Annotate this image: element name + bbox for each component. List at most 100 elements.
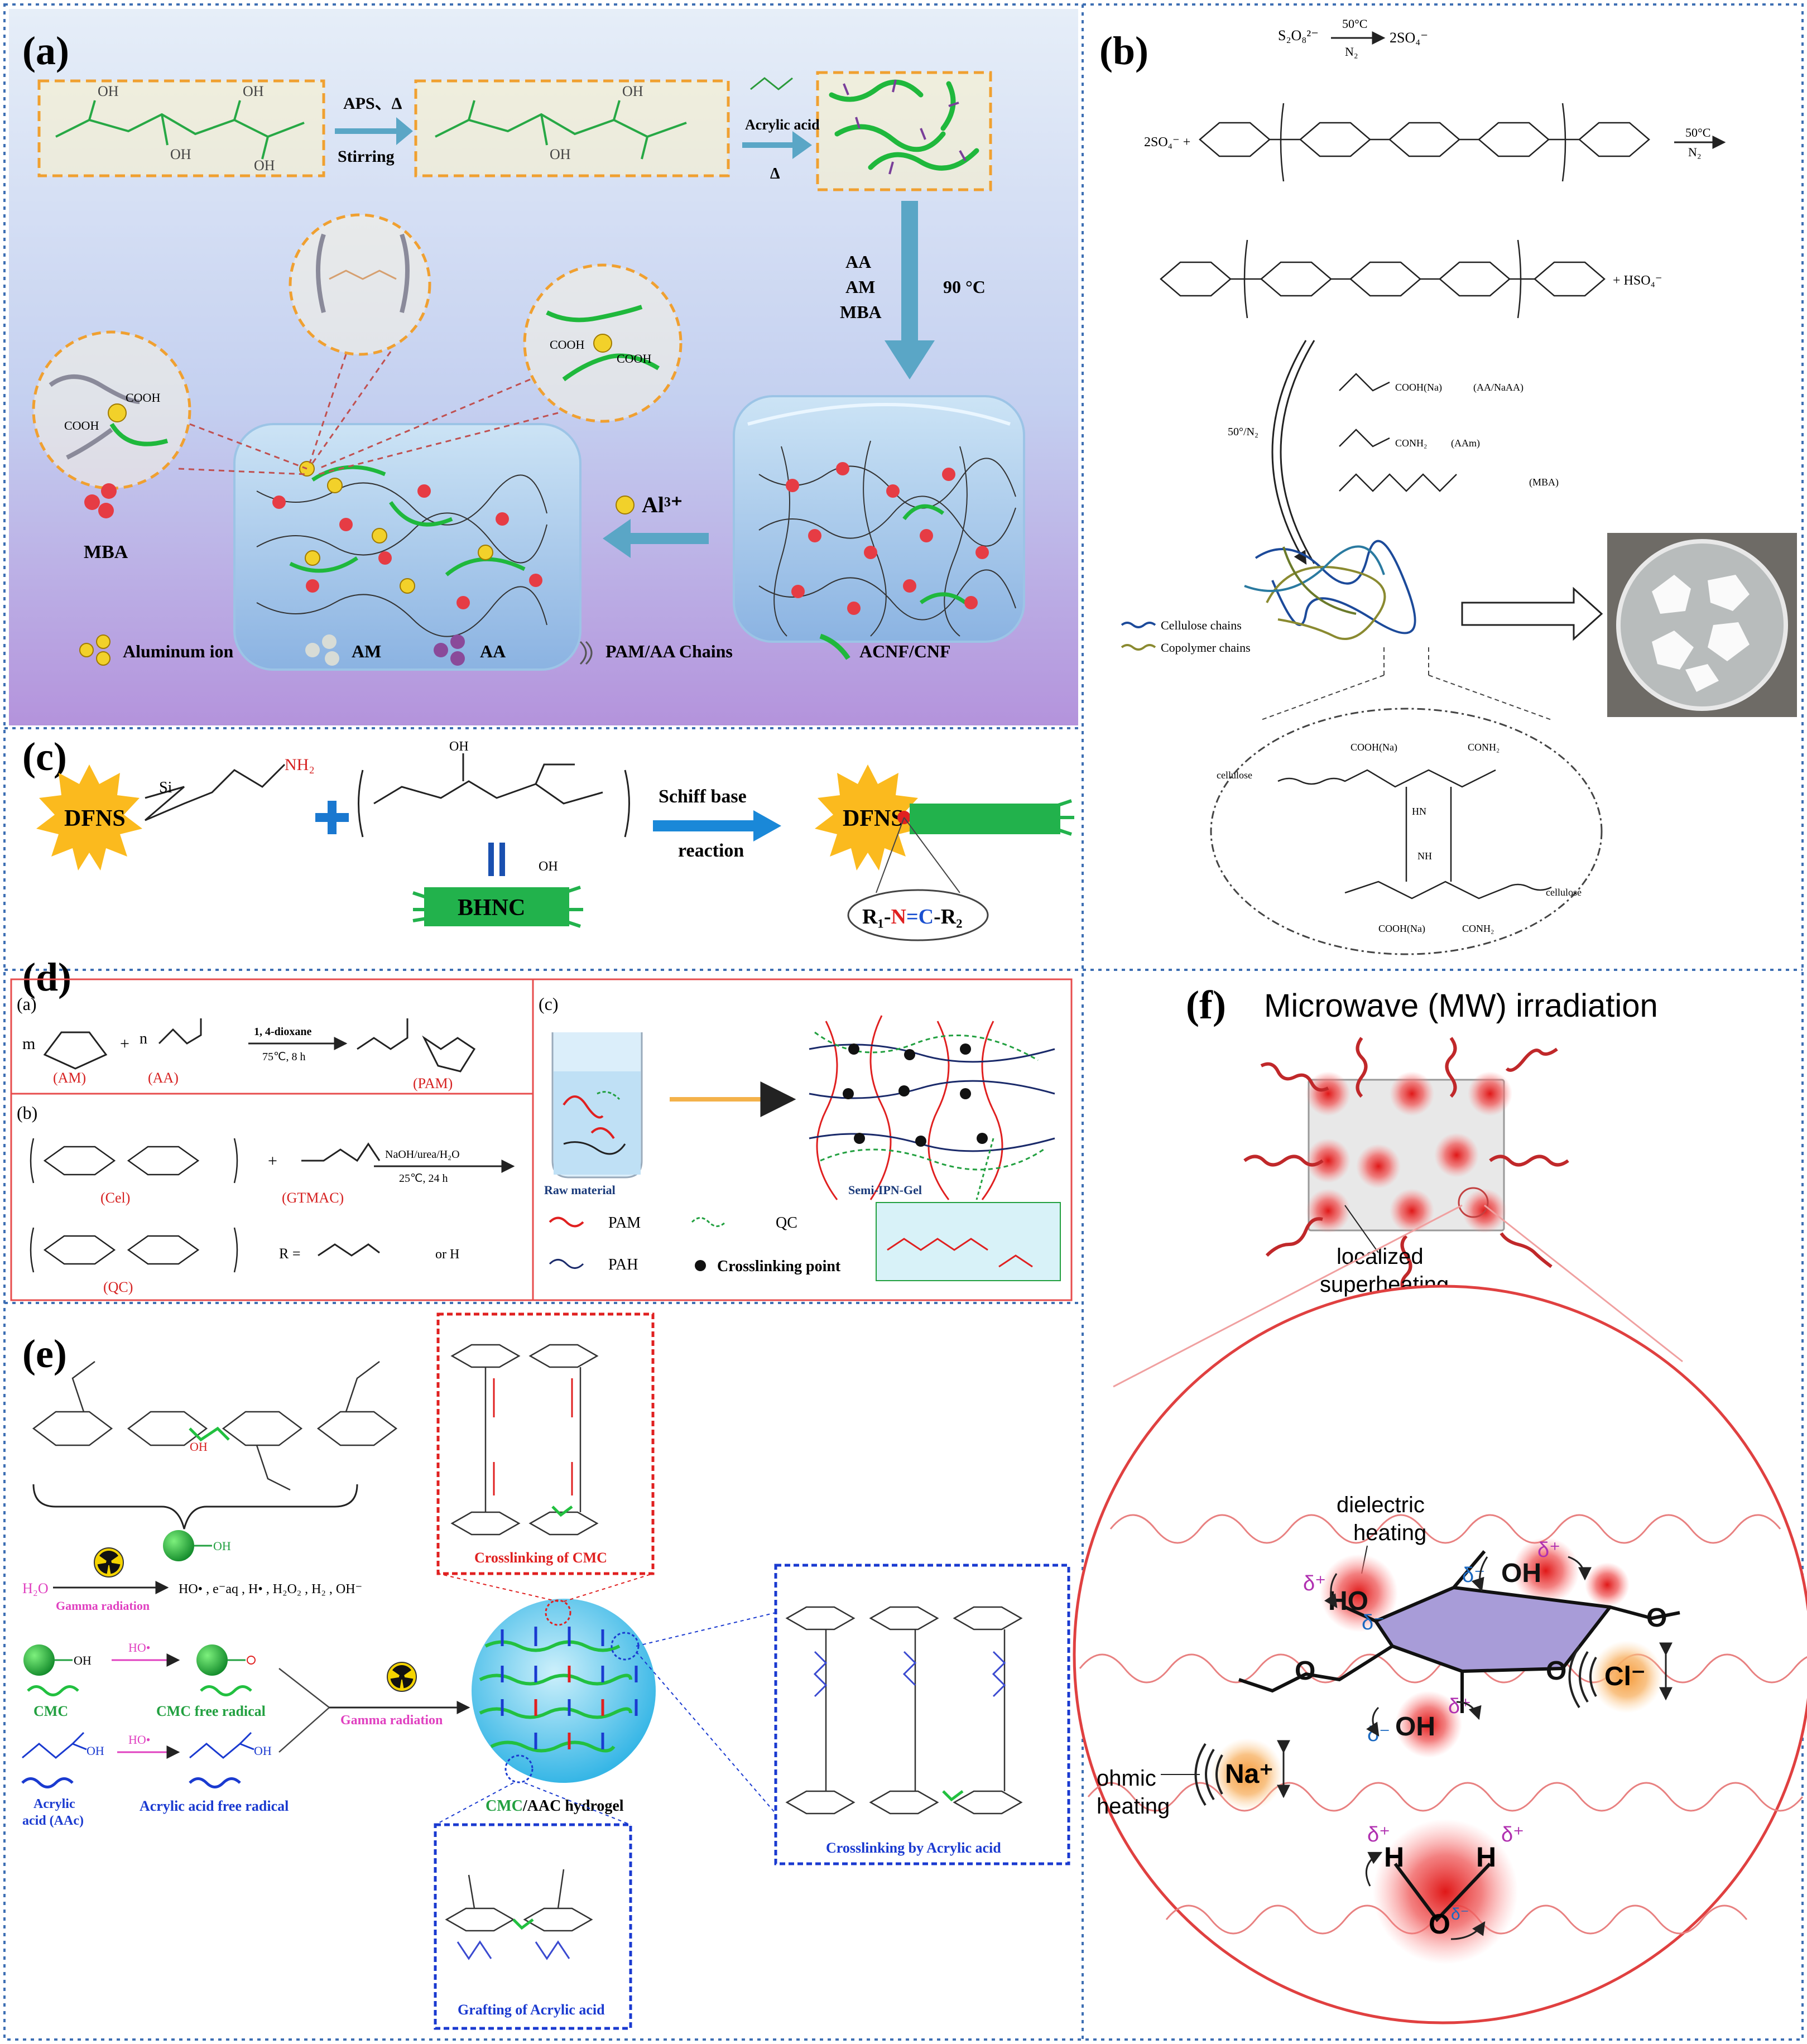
net-hn: HN [1412, 806, 1426, 817]
dielectric-label-2: heating [1353, 1521, 1426, 1545]
oh-label: OH [254, 157, 275, 174]
cel-label: (Cel) [100, 1190, 130, 1206]
qc-structure [30, 1227, 238, 1273]
aac-radical-oh: OH [254, 1744, 272, 1758]
reaction-label-1: Schiff base [659, 786, 747, 807]
cond-2: 50°/N₂ [1228, 426, 1258, 438]
cel-structure [30, 1138, 238, 1184]
cmc-radical-wave [200, 1685, 252, 1696]
net-cooh-2: COOH(Na) [1378, 923, 1425, 935]
monomer-name-aa: (AA/NaAA) [1473, 382, 1524, 393]
dielectric-label-1: dielectric [1337, 1493, 1425, 1517]
pam-label: (PAM) [413, 1075, 453, 1091]
box3-label: Grafting of Acrylic acid [458, 2002, 605, 2018]
n-label: n [140, 1030, 147, 1047]
panel-a-legend: Aluminum ion AM AA PAM/AA Chains ACNF/CN… [79, 633, 951, 666]
cmc-radical-ball [196, 1644, 228, 1676]
box2-green [942, 1790, 964, 1802]
glow-ho [1320, 1554, 1398, 1632]
aac-radical-wave [189, 1777, 241, 1788]
sub-label-b: (b) [17, 1103, 37, 1123]
cmc-wave [27, 1685, 79, 1696]
acnf-icon [819, 633, 850, 660]
glow-cl [1590, 1641, 1663, 1713]
oh-label: OH [170, 146, 191, 162]
delta-plus-3: δ⁺ [1448, 1695, 1471, 1718]
reagent-mba: MBA [840, 302, 882, 322]
net-cellulose-2: cellulose [1546, 887, 1582, 898]
ohmic-label-1: ohmic [1097, 1766, 1156, 1791]
cl-label: Cl⁻ [1604, 1662, 1645, 1691]
cmc-structure [32, 1361, 398, 1491]
tangled-network [1244, 540, 1416, 640]
panel-f: (f) Microwave (MW) irradiation [1073, 983, 1807, 2024]
cooh-label: COOH [64, 419, 99, 432]
box1-label: Crosslinking of CMC [474, 1550, 607, 1566]
legend-aluminum-ion: Aluminum ion [123, 641, 233, 661]
cmc-green-bond [189, 1426, 230, 1442]
panel-label-a: (a) [22, 28, 69, 73]
aac-label-1: Acrylic [33, 1797, 75, 1811]
rotation-arrows [1324, 1556, 1592, 1737]
cond-bottom-2: N₂ [1688, 145, 1702, 159]
monomer-aam: CONH₂ [1395, 437, 1427, 449]
legend-copolymer: Copolymer chains [1161, 641, 1251, 655]
outer-frame [3, 3, 1804, 2041]
chain-icon [579, 641, 593, 665]
curved-arrow-inner [1280, 340, 1315, 564]
sub-label-a: (a) [17, 994, 37, 1014]
water-dplus-1: δ⁺ [1367, 1823, 1390, 1846]
panel-label-e: (e) [22, 1331, 67, 1376]
converging-lines [278, 1668, 330, 1753]
aac-label-2: acid (AAc) [22, 1814, 84, 1828]
bond-ellipse [847, 889, 989, 941]
cellulose-structure-2 [1160, 239, 1606, 319]
water-h-1: H [1384, 1841, 1404, 1873]
mba-label: MBA [84, 542, 128, 562]
semi-ipn-label: Semi-IPN-Gel [848, 1183, 922, 1197]
hollow-arrow [1461, 586, 1603, 641]
cooh-label: COOH [550, 338, 584, 352]
cooh-label: COOH [126, 391, 160, 405]
hydrogel-photo [1607, 533, 1797, 717]
water-molecule: H H O δ⁺ δ⁺ δ⁻ [1365, 1823, 1524, 1940]
aac-radical-label: Acrylic acid free radical [140, 1798, 289, 1814]
reagent-am: AM [845, 277, 875, 297]
zoom-circle-2-content [316, 233, 410, 313]
panel-a: (a) OH OH OH OH OH OH [9, 9, 1078, 725]
or-h: or H [435, 1247, 459, 1262]
net-cooh-1: COOH(Na) [1351, 742, 1397, 753]
step2-label: Stirring [338, 147, 395, 166]
acrylamide-structure [158, 1018, 202, 1045]
box3-blue-graft [456, 1940, 570, 1960]
reaction-label-2: reaction [678, 840, 744, 861]
panel-d-legend: PAM QC PAH Crosslinking point [549, 1214, 841, 1275]
bond-formula: R₁-N=C-R₂ [862, 905, 963, 929]
gtmac-label: (GTMAC) [282, 1190, 344, 1206]
step4-label: Δ [770, 165, 780, 182]
aac-radical-structure [189, 1732, 254, 1759]
plus-icon [315, 801, 349, 834]
ring-o: O [1546, 1656, 1566, 1686]
box2-blue-links [813, 1651, 1006, 1697]
monomer-name-aam: (AAm) [1451, 437, 1480, 449]
arrow-down [885, 201, 935, 379]
m-label: m [22, 1035, 35, 1053]
activated-cellulose-box [414, 79, 730, 177]
panel-label-f: (f) [1186, 983, 1226, 1027]
cond-dioxane: 1, 4-dioxane [254, 1026, 311, 1038]
hydrogel-cube-right [733, 395, 1025, 643]
zoom-lines-e [435, 1573, 776, 1825]
water-o: O [1429, 1908, 1450, 1940]
ether-o-right: O [1646, 1603, 1667, 1633]
mw-title: Microwave (MW) irradiation [1264, 988, 1658, 1024]
hydrogel-cube-left [233, 423, 581, 671]
network-structure [1277, 769, 1552, 900]
legend-crosslink: Crosslinking point [717, 1258, 841, 1275]
cmc-oh: OH [213, 1539, 231, 1553]
r-def: R = [279, 1245, 301, 1262]
so4-label: 2SO₄⁻ + [1144, 135, 1190, 150]
microwave-rays [1243, 1037, 1569, 1296]
panel-label-c: (c) [22, 734, 67, 779]
